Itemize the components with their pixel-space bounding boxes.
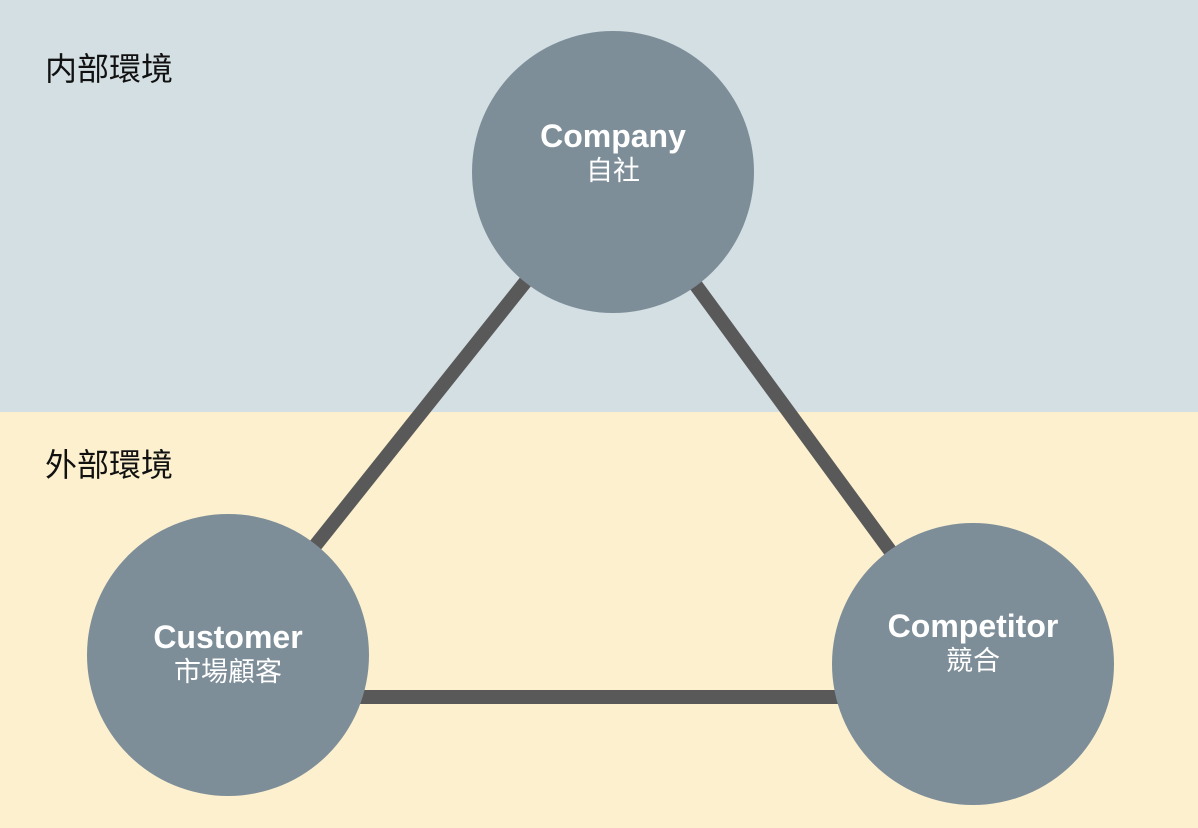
competitor-subtitle: 競合 <box>946 646 1000 677</box>
company-title: Company <box>540 118 686 154</box>
customer-subtitle: 市場顧客 <box>174 657 282 688</box>
competitor-node: Competitor 競合 <box>832 523 1114 805</box>
customer-node: Customer 市場顧客 <box>87 514 369 796</box>
customer-title: Customer <box>153 619 303 655</box>
internal-environment-label: 内部環境 <box>45 50 174 88</box>
company-node: Company 自社 <box>472 31 754 313</box>
company-subtitle: 自社 <box>586 156 640 187</box>
external-environment-label: 外部環境 <box>45 446 174 484</box>
competitor-title: Competitor <box>887 608 1059 644</box>
